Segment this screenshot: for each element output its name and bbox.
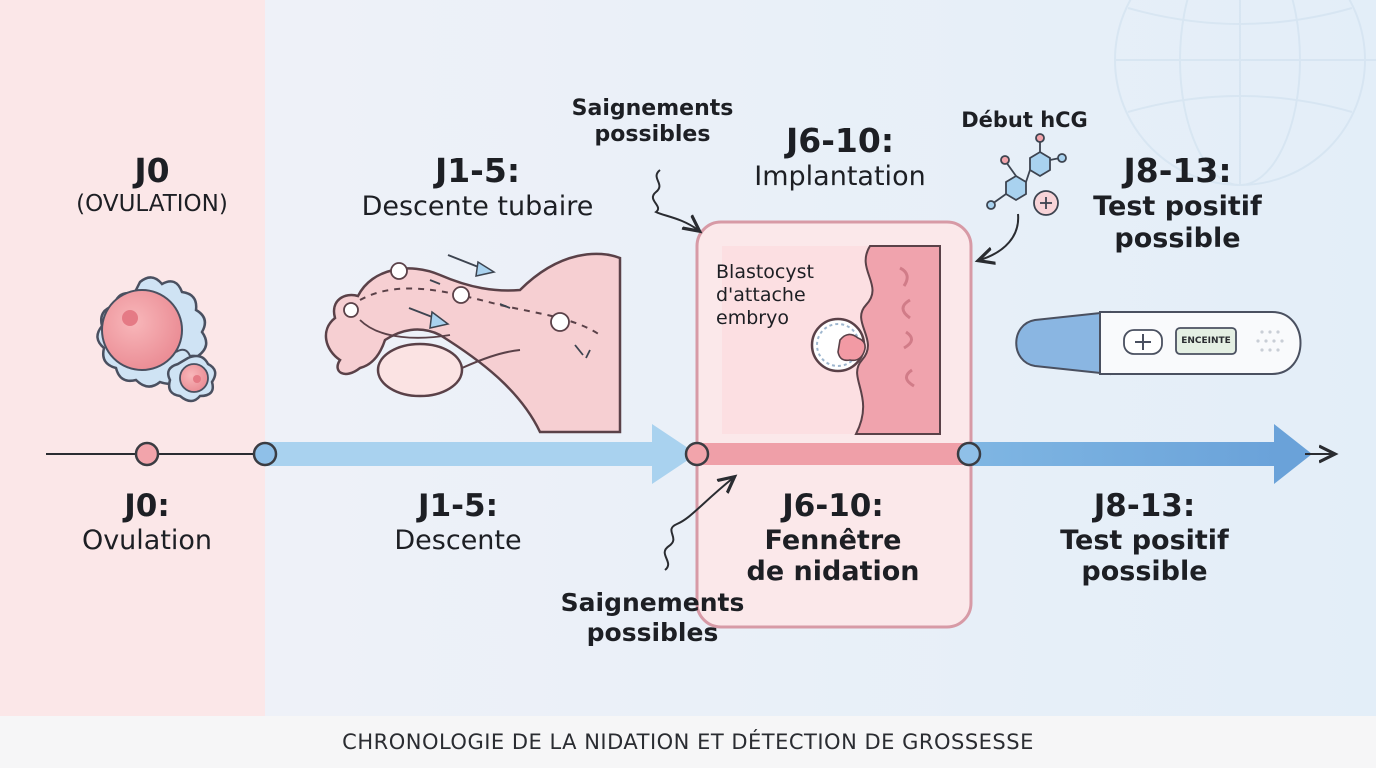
bottom-label-j0: J0: Ovulation (52, 488, 242, 556)
bottom-j0-sub: Ovulation (81, 524, 213, 556)
test-window: ENCEINTE (1176, 328, 1236, 354)
bottom-label-j8-13: J8-13: Test positif possible (1042, 488, 1247, 588)
hcg-arrow (980, 213, 1020, 260)
descent-arrow (265, 424, 697, 484)
annotation-blastocyst: Blastocyst d'attache embryo (716, 261, 836, 329)
top-j8-13-sub2: possible (1114, 222, 1241, 254)
ovum-illustration (96, 276, 217, 403)
marker-j0-end (252, 441, 278, 467)
bottom-j8-13-sub2: possible (1081, 556, 1208, 588)
top-j1-5-title: J1-5: (434, 151, 521, 190)
top-label-j1-5: J1-5: Descente tubaire (340, 151, 615, 223)
top-j6-10-sub: Implantation (754, 160, 926, 192)
hcg-label: Début hCG (961, 108, 1088, 132)
hcg-molecule-icon (986, 133, 1067, 216)
bottom-j8-13-sub1: Test positif (1060, 524, 1229, 556)
top-j6-10-title: J6-10: (785, 121, 895, 160)
test-result-text: ENCEINTE (1181, 336, 1231, 346)
bleeding-bottom-line2: possibles (586, 617, 719, 647)
bleeding-bottom-line1: Saignements (560, 588, 745, 617)
bleeding-top-line1: Saignements (571, 96, 734, 121)
pregnancy-test-icon (1015, 310, 1302, 376)
marker-j8 (956, 441, 982, 467)
implantation-bar (697, 443, 969, 465)
annotation-hcg: Début hCG (952, 108, 1097, 133)
uterine-wall-illustration (722, 245, 941, 435)
bottom-j0-title: J0: (124, 488, 170, 524)
top-j0-sub: (OVULATION) (76, 190, 228, 217)
bleeding-top-line2: possibles (594, 121, 711, 147)
top-label-j6-10: J6-10: Implantation (735, 121, 945, 193)
bottom-j6-10-sub1: Fennêtre (764, 524, 902, 556)
bottom-label-j6-10: J6-10: Fennêtre de nidation (733, 488, 933, 588)
marker-j6 (684, 441, 710, 467)
blastocyst-line3: embryo (716, 306, 789, 329)
footer-title: CHRONOLOGIE DE LA NIDATION ET DÉTECTION … (342, 730, 1034, 754)
top-label-j8-13: J8-13: Test positif possible (1080, 151, 1275, 255)
test-arrow (969, 424, 1333, 484)
bottom-j1-5-title: J1-5: (418, 488, 498, 524)
marker-j0-ovulation (134, 441, 160, 467)
annotation-bleeding-top: Saignements possibles (565, 96, 740, 148)
top-j1-5-sub: Descente tubaire (361, 190, 594, 222)
bottom-j6-10-title: J6-10: (782, 488, 884, 524)
bottom-j1-5-sub: Descente (394, 524, 522, 556)
blastocyst-line2: d'attache (716, 283, 806, 306)
top-j8-13-sub1: Test positif (1093, 190, 1262, 222)
bottom-label-j1-5: J1-5: Descente (368, 488, 548, 556)
blastocyst-line1: Blastocyst (716, 261, 814, 283)
top-j0-title: J0 (134, 151, 170, 190)
fallopian-tube-illustration (324, 252, 622, 434)
annotation-bleeding-bottom: Saignements possibles (555, 588, 750, 647)
bottom-j8-13-title: J8-13: (1093, 488, 1196, 524)
top-label-j0: J0 (OVULATION) (52, 151, 252, 218)
bottom-j6-10-sub2: de nidation (746, 556, 920, 588)
bleeding-arrow-bottom (663, 478, 733, 571)
top-j8-13-title: J8-13: (1123, 151, 1232, 190)
bleeding-arrow-top (651, 169, 698, 230)
footer-caption: CHRONOLOGIE DE LA NIDATION ET DÉTECTION … (0, 716, 1376, 768)
globe-watermark (1114, 0, 1376, 186)
